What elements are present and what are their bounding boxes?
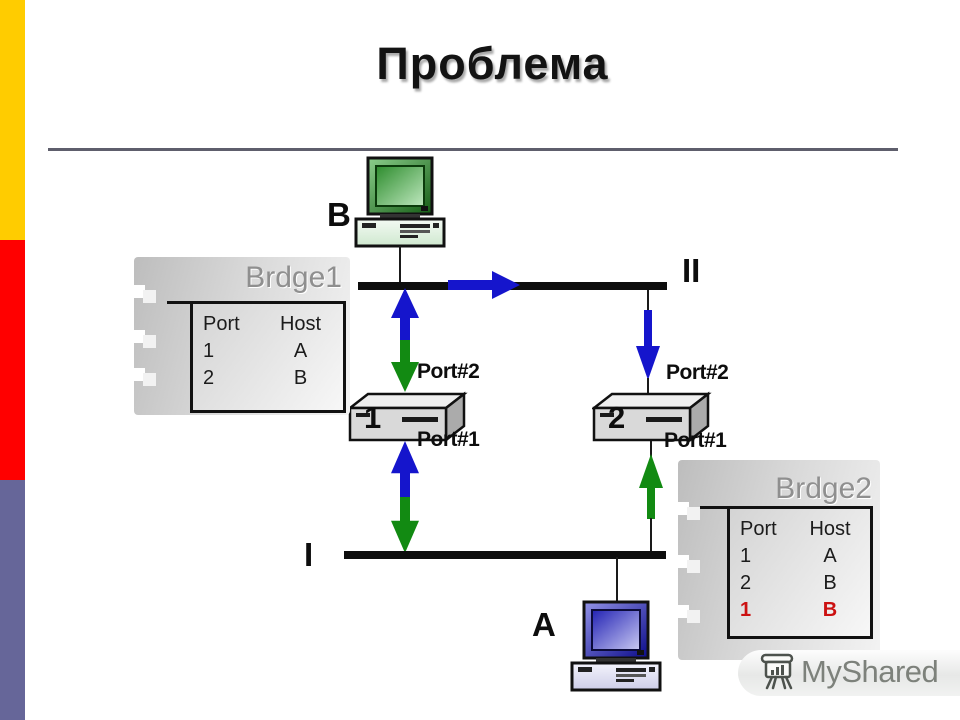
cell-host: B — [293, 367, 308, 389]
chip-notch — [676, 502, 689, 515]
cell-port: 1 — [203, 340, 215, 362]
accent-bar-yellow — [0, 0, 25, 240]
host-a-label: A — [532, 606, 556, 643]
host-b-label: B — [327, 196, 351, 233]
title-divider — [48, 148, 898, 151]
accent-bar-slate — [0, 480, 25, 720]
arrow-down-blue-icon — [636, 290, 660, 395]
bridge-device-1-icon — [348, 391, 468, 442]
computer-icon-host-a — [570, 600, 662, 692]
chip-notch — [676, 605, 689, 618]
bridge-1-number: 1 — [364, 400, 382, 435]
computer-icon-host-b — [354, 156, 446, 248]
bridge-1-port1-label: Port#1 — [417, 428, 480, 451]
segment-i-label: I — [304, 536, 314, 573]
arrow-up-green-icon — [639, 441, 663, 553]
bridge-1-port2-label: Port#2 — [417, 360, 480, 383]
bridge-1-table-chip: Brdge1 Port Host 1 A 2 B — [132, 257, 350, 415]
cell-port: 1 — [740, 545, 752, 567]
arrow-updown-blue-green-top-icon — [391, 288, 419, 392]
chip-notch — [687, 610, 700, 623]
cell-port: 1 — [740, 599, 752, 621]
bridge-1-forwarding-table: Port Host 1 A 2 B — [190, 301, 346, 413]
cell-port: 2 — [740, 572, 752, 594]
cell-host: A — [293, 340, 308, 362]
table-row: 2 B — [193, 365, 343, 392]
segment-ii-label: II — [682, 252, 701, 289]
cell-host: B — [822, 599, 838, 621]
accent-bar-red — [0, 240, 25, 480]
table-row: 1 A — [730, 543, 870, 570]
table-row-highlighted: 1 B — [730, 597, 870, 624]
bridge-2-number: 2 — [608, 400, 626, 435]
bridge-2-port1-label: Port#1 — [664, 429, 727, 452]
table-row: 2 B — [730, 570, 870, 597]
col-host-header: Host — [279, 313, 322, 335]
watermark-text: MyShared — [801, 654, 939, 689]
col-host-header: Host — [809, 518, 851, 540]
drop-link-host-a — [616, 557, 618, 603]
bridge-2-table-chip: Brdge2 Port Host 1 A 2 B 1 B — [676, 460, 880, 660]
chip-notch — [143, 335, 156, 348]
bridge-2-table-title: Brdge2 — [775, 472, 872, 505]
arrow-right-blue-icon — [448, 271, 520, 299]
arrow-updown-blue-green-bottom-icon — [391, 441, 419, 553]
chip-notch — [687, 560, 700, 573]
drop-link-host-b — [399, 246, 401, 284]
chip-notch — [676, 555, 689, 568]
chip-notch — [132, 285, 145, 298]
bridge-1-table-title: Brdge1 — [245, 261, 342, 294]
bridge-device-2-icon — [592, 391, 712, 442]
bridge-2-forwarding-table: Port Host 1 A 2 B 1 B — [727, 506, 873, 639]
cell-port: 2 — [203, 367, 215, 389]
table-row: 1 A — [193, 338, 343, 365]
chip-notch — [132, 368, 145, 381]
table-header-row: Port Host — [193, 304, 343, 338]
segment-i-bus — [344, 551, 666, 559]
chip-notch — [687, 507, 700, 520]
page-title: Проблема — [376, 38, 609, 89]
chip-notch — [132, 330, 145, 343]
table-header-row: Port Host — [730, 509, 870, 543]
cell-host: A — [823, 545, 837, 567]
cell-host: B — [823, 572, 837, 594]
chip-notch — [143, 373, 156, 386]
col-port-header: Port — [740, 518, 777, 540]
col-port-header: Port — [203, 313, 240, 335]
chip-notch — [143, 290, 156, 303]
flipchart-icon — [760, 653, 794, 690]
bridge-2-port2-label: Port#2 — [666, 361, 729, 384]
